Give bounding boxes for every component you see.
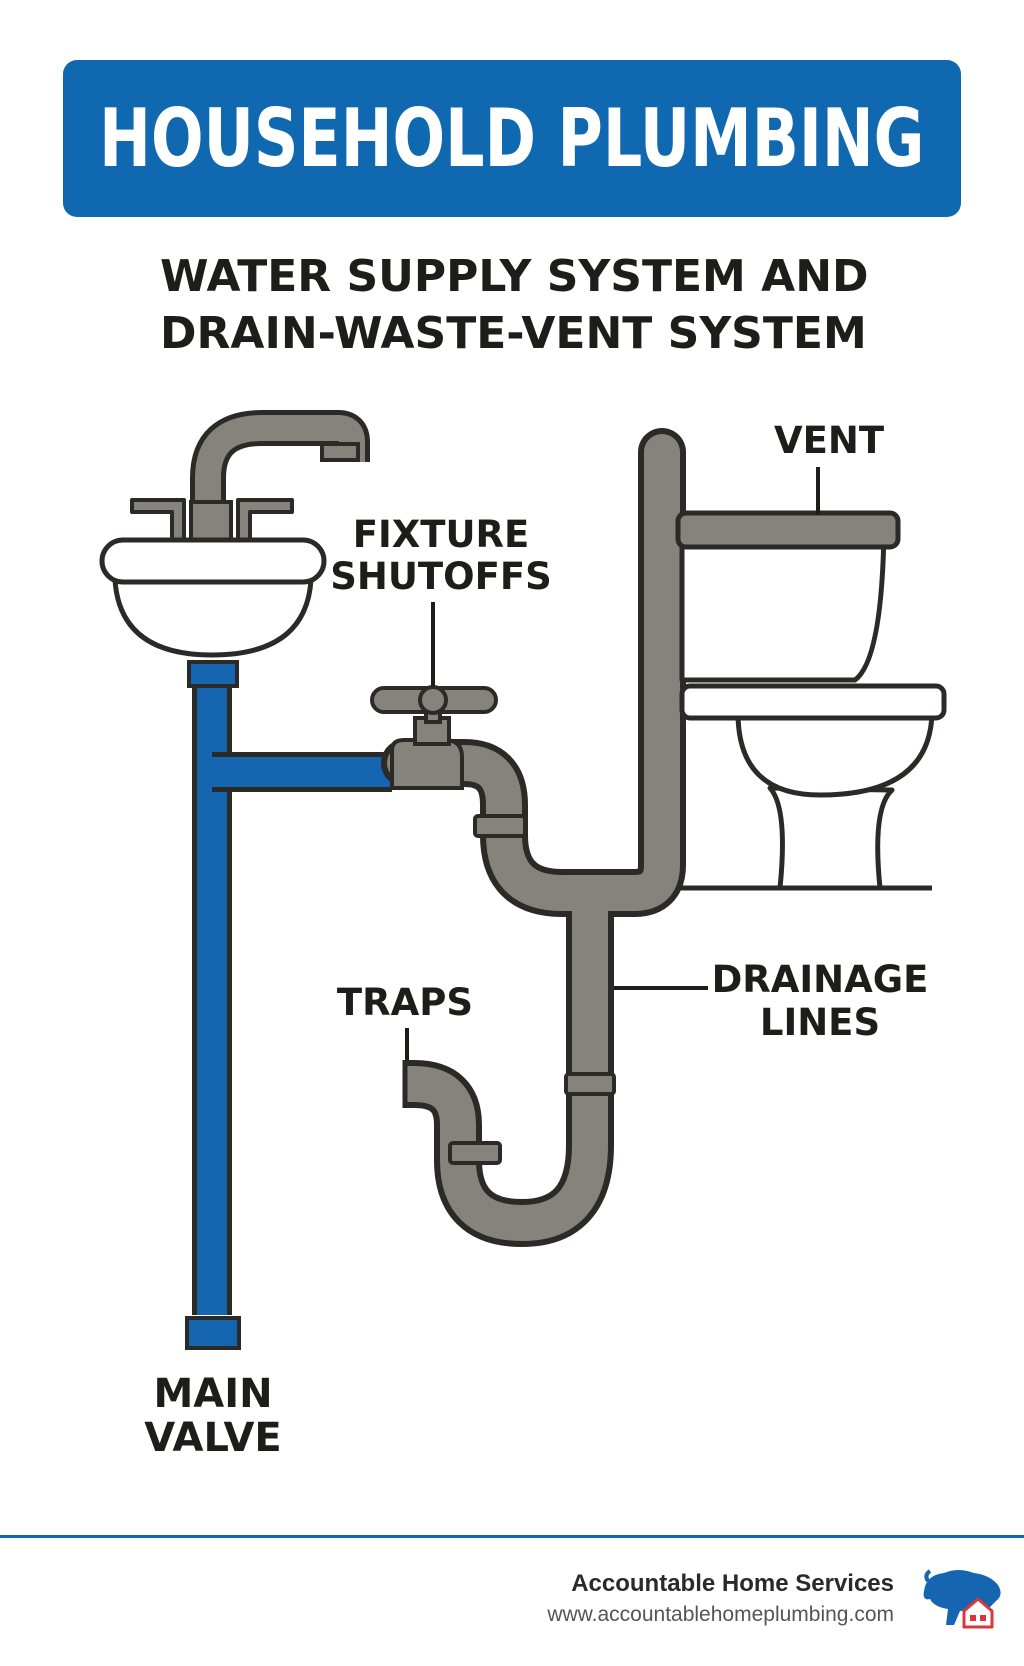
traps-label: TRAPS: [337, 981, 473, 1024]
subtitle-line-2: DRAIN-WASTE-VENT SYSTEM: [160, 308, 867, 359]
vent-label: VENT: [774, 419, 885, 462]
page-title: HOUSEHOLD PLUMBING: [99, 92, 925, 185]
plumbing-diagram: VENT FIXTURE SHUTOFFS TRAPS DRAINAGE LIN…: [99, 410, 947, 1461]
sink: [99, 410, 370, 658]
footer: Accountable Home Services www.accountabl…: [547, 1568, 894, 1630]
title-banner: HOUSEHOLD PLUMBING: [63, 60, 961, 217]
drainage-lines-label-line-2: LINES: [760, 1001, 880, 1044]
trap-collar: [448, 1141, 502, 1165]
drainage-lines-label-line-1: DRAINAGE: [712, 958, 929, 1001]
fixture-shutoff-valve: [370, 685, 498, 790]
subtitle-line-1: WATER SUPPLY SYSTEM AND: [160, 251, 869, 302]
drain-waste-vent-pipes: [381, 428, 686, 1247]
drain-collar-upper: [473, 814, 527, 838]
website-url: www.accountablehomeplumbing.com: [547, 1603, 894, 1626]
footer-divider: [0, 1535, 1024, 1538]
bison-house-logo: [923, 1569, 1001, 1629]
fixture-shutoffs-label-line-1: FIXTURE: [353, 513, 530, 556]
sink-tailpiece-collar: [187, 660, 239, 688]
leader-lines: [405, 467, 820, 1060]
fixture-shutoffs-label-line-2: SHUTOFFS: [330, 555, 552, 598]
house-icon: [962, 1597, 994, 1629]
drain-collar-lower: [564, 1072, 616, 1096]
main-valve-label-line-1: MAIN: [153, 1371, 272, 1417]
main-valve-fitting: [185, 1316, 241, 1350]
company-name: Accountable Home Services: [571, 1570, 894, 1597]
toilet: [675, 510, 947, 891]
subtitle: WATER SUPPLY SYSTEM AND DRAIN-WASTE-VENT…: [160, 248, 920, 362]
main-valve-label-line-2: VALVE: [144, 1415, 281, 1461]
water-supply-pipe: [185, 660, 392, 1350]
